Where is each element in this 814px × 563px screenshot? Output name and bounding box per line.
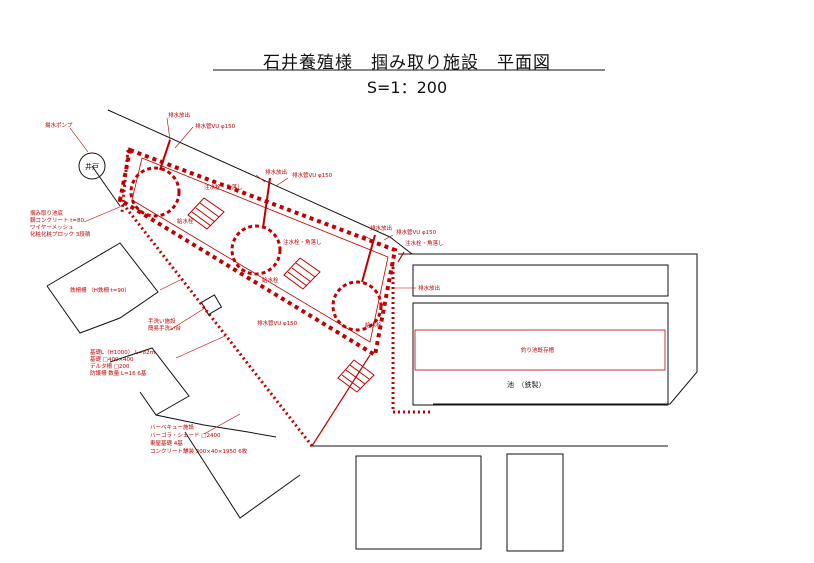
building-upper xyxy=(412,264,669,297)
basin-3 xyxy=(331,280,383,332)
label-left-spec-2: 鋼コンクリート t=80 xyxy=(30,216,85,224)
label-pump: 揚水ポンプ xyxy=(45,121,73,129)
label-pipe-bottom: 排水管VU φ150 xyxy=(257,319,298,327)
label-inlet-2: 注水栓・角落し xyxy=(283,238,322,246)
building-lower-left xyxy=(355,455,482,550)
label-spec-2: 基礎 □400×400 xyxy=(90,355,134,363)
label-spec-1: 基礎L（H1000） L=82m xyxy=(90,348,155,356)
basin-2 xyxy=(230,224,282,276)
hand-wash-box xyxy=(200,294,223,316)
label-left-spec-3: ワイヤーメッシュ xyxy=(30,224,74,231)
label-fence: 鉄柵柵 （H鉄柵 t=90） xyxy=(70,286,130,294)
parking-area xyxy=(46,242,159,334)
label-spec-4: 防護柵 数量 L=16 6基 xyxy=(90,369,147,377)
label-fish-pond: 釣り池既存槽 xyxy=(521,346,555,354)
label-left-spec-1: 掴み取り池底 xyxy=(30,209,64,217)
label-spec-3: デルタ柵 □200 xyxy=(90,362,130,370)
label-bbq-3: 東屋基礎 4基 xyxy=(150,439,183,447)
label-bbq-1: バーベキュー施設 xyxy=(150,423,195,431)
lower-boundary xyxy=(139,391,277,438)
road-edge-line-2 xyxy=(389,236,413,255)
fence-right xyxy=(311,354,371,447)
leader-lines xyxy=(69,117,416,435)
grate-1 xyxy=(187,197,225,230)
fence-pond-side xyxy=(391,262,431,414)
fence-left xyxy=(118,199,314,447)
label-drain-2: 排水放出 xyxy=(265,168,287,176)
label-well: 井戸 xyxy=(85,162,99,171)
plan-title: 石井養殖様 掴み取り施設 平面図 xyxy=(263,53,551,73)
fence-top-left xyxy=(120,149,130,213)
drain-pipe-2 xyxy=(262,177,271,229)
pond-wall xyxy=(117,147,398,359)
label-hand-2: 簡易手洗い台 xyxy=(148,324,182,332)
well-circle xyxy=(78,152,106,180)
pond-inner-wall xyxy=(131,157,389,343)
label-bbq-4: コンクリート舗装 300×40×1950 6枚 xyxy=(150,447,248,455)
label-bbq-2: バーゴラ・シェード □2400 xyxy=(150,431,221,439)
drain-pipe-3 xyxy=(361,234,376,283)
well-pipe xyxy=(91,165,121,207)
label-valve-2: 給水栓 xyxy=(262,276,279,284)
label-valve-3: 給水栓 xyxy=(365,321,382,329)
label-pipe-2: 排水管VU φ150 xyxy=(292,171,333,179)
grate-2 xyxy=(283,257,321,290)
label-hand-1: 手洗い施設 xyxy=(148,317,176,325)
label-inlet-1: 注水栓・角落し xyxy=(204,183,243,191)
building-lower-right xyxy=(506,453,564,552)
road-edge-line xyxy=(107,109,391,238)
fence-joint xyxy=(397,251,405,263)
label-valve-1: 給水栓 xyxy=(177,217,194,225)
fence-outline xyxy=(109,347,190,416)
fish-pond-basin xyxy=(414,329,666,371)
label-pipe-1: 排水管VU φ150 xyxy=(195,122,236,130)
plan-labels: 揚水ポンプ 井戸 排水放出 排水管VU φ150 排水放出 排水管VU φ150… xyxy=(30,111,555,455)
pond-outer-boundary xyxy=(398,253,698,405)
pond-basin xyxy=(412,302,669,406)
plan-scale: S=1：200 xyxy=(366,78,448,97)
drain-pipe-1 xyxy=(159,139,171,171)
basin-1 xyxy=(129,166,181,218)
label-left-spec-4: 化粧化粧ブロック 3段積 xyxy=(30,230,91,238)
label-drain-3: 排水放出 xyxy=(370,224,392,232)
label-drain-right: 排水放出 xyxy=(418,284,440,292)
label-pipe-3: 排水管VU φ150 xyxy=(396,228,437,236)
bbq-area-outline xyxy=(184,431,301,519)
label-inlet-3: 注水栓・角落し xyxy=(405,239,444,247)
site-context-lines xyxy=(46,109,698,552)
label-drain-1: 排水放出 xyxy=(168,111,190,119)
label-pond: 池 （鉄製） xyxy=(507,380,546,389)
tsukami-pond-structure xyxy=(69,117,666,447)
